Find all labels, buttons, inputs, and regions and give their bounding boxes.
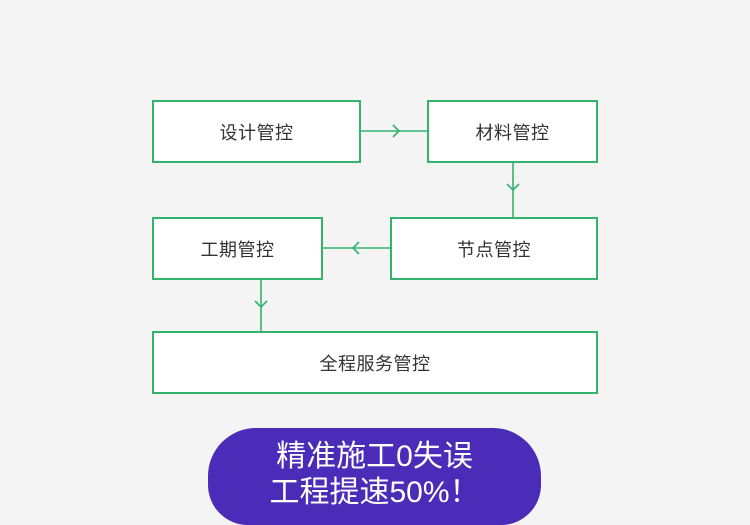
node-milestone-control: 节点管控 xyxy=(390,217,598,280)
arrow-milestone-to-schedule xyxy=(323,241,390,255)
arrow-design-to-material xyxy=(361,124,427,138)
node-label: 材料管控 xyxy=(475,122,550,143)
promo-banner: 精准施工0失误 工程提速50%！ xyxy=(208,428,541,525)
node-schedule-control: 工期管控 xyxy=(152,217,323,280)
node-design-control: 设计管控 xyxy=(152,100,361,163)
node-label: 节点管控 xyxy=(457,239,531,260)
node-label: 全程服务管控 xyxy=(319,353,431,374)
banner-line-1: 精准施工0失误 xyxy=(276,439,473,473)
arrow-material-to-milestone xyxy=(506,163,520,217)
banner-line-2: 工程提速50%！ xyxy=(269,475,480,509)
node-material-control: 材料管控 xyxy=(427,100,598,163)
node-label: 设计管控 xyxy=(219,122,294,143)
node-label: 工期管控 xyxy=(200,239,275,260)
node-full-service-control: 全程服务管控 xyxy=(152,331,598,394)
arrow-schedule-to-full-service xyxy=(254,280,268,331)
